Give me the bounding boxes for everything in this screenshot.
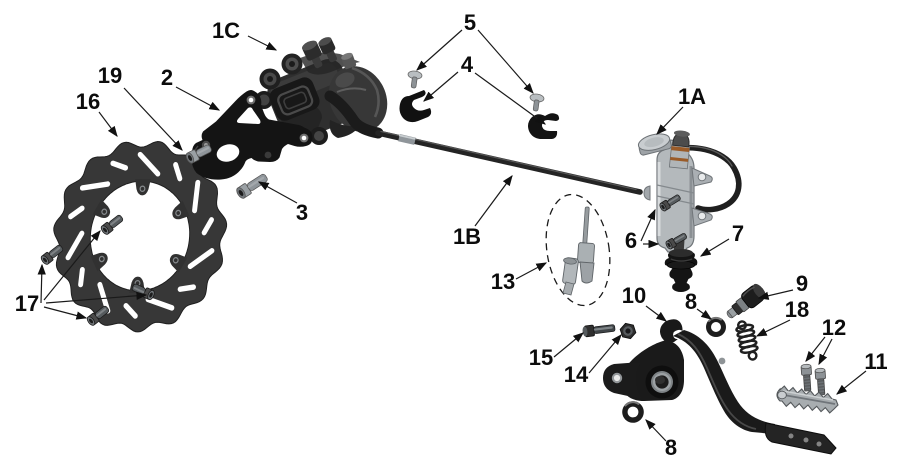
svg-text:7: 7 xyxy=(732,221,744,246)
svg-text:18: 18 xyxy=(785,297,809,322)
svg-text:9: 9 xyxy=(796,271,808,296)
svg-text:8: 8 xyxy=(665,435,677,460)
svg-text:1A: 1A xyxy=(678,84,706,109)
svg-text:8: 8 xyxy=(685,289,697,314)
svg-text:10: 10 xyxy=(622,283,646,308)
svg-text:4: 4 xyxy=(461,52,474,77)
svg-text:19: 19 xyxy=(98,63,122,88)
svg-text:17: 17 xyxy=(15,291,39,316)
svg-text:3: 3 xyxy=(296,200,308,225)
svg-text:16: 16 xyxy=(76,89,100,114)
svg-text:1B: 1B xyxy=(453,224,481,249)
svg-text:14: 14 xyxy=(564,362,589,387)
svg-text:5: 5 xyxy=(464,10,476,35)
svg-text:11: 11 xyxy=(864,349,887,374)
svg-text:6: 6 xyxy=(625,228,637,253)
svg-text:15: 15 xyxy=(529,345,553,370)
svg-text:13: 13 xyxy=(491,269,515,294)
svg-text:1C: 1C xyxy=(212,18,240,43)
svg-text:2: 2 xyxy=(161,65,173,90)
svg-text:12: 12 xyxy=(822,315,846,340)
